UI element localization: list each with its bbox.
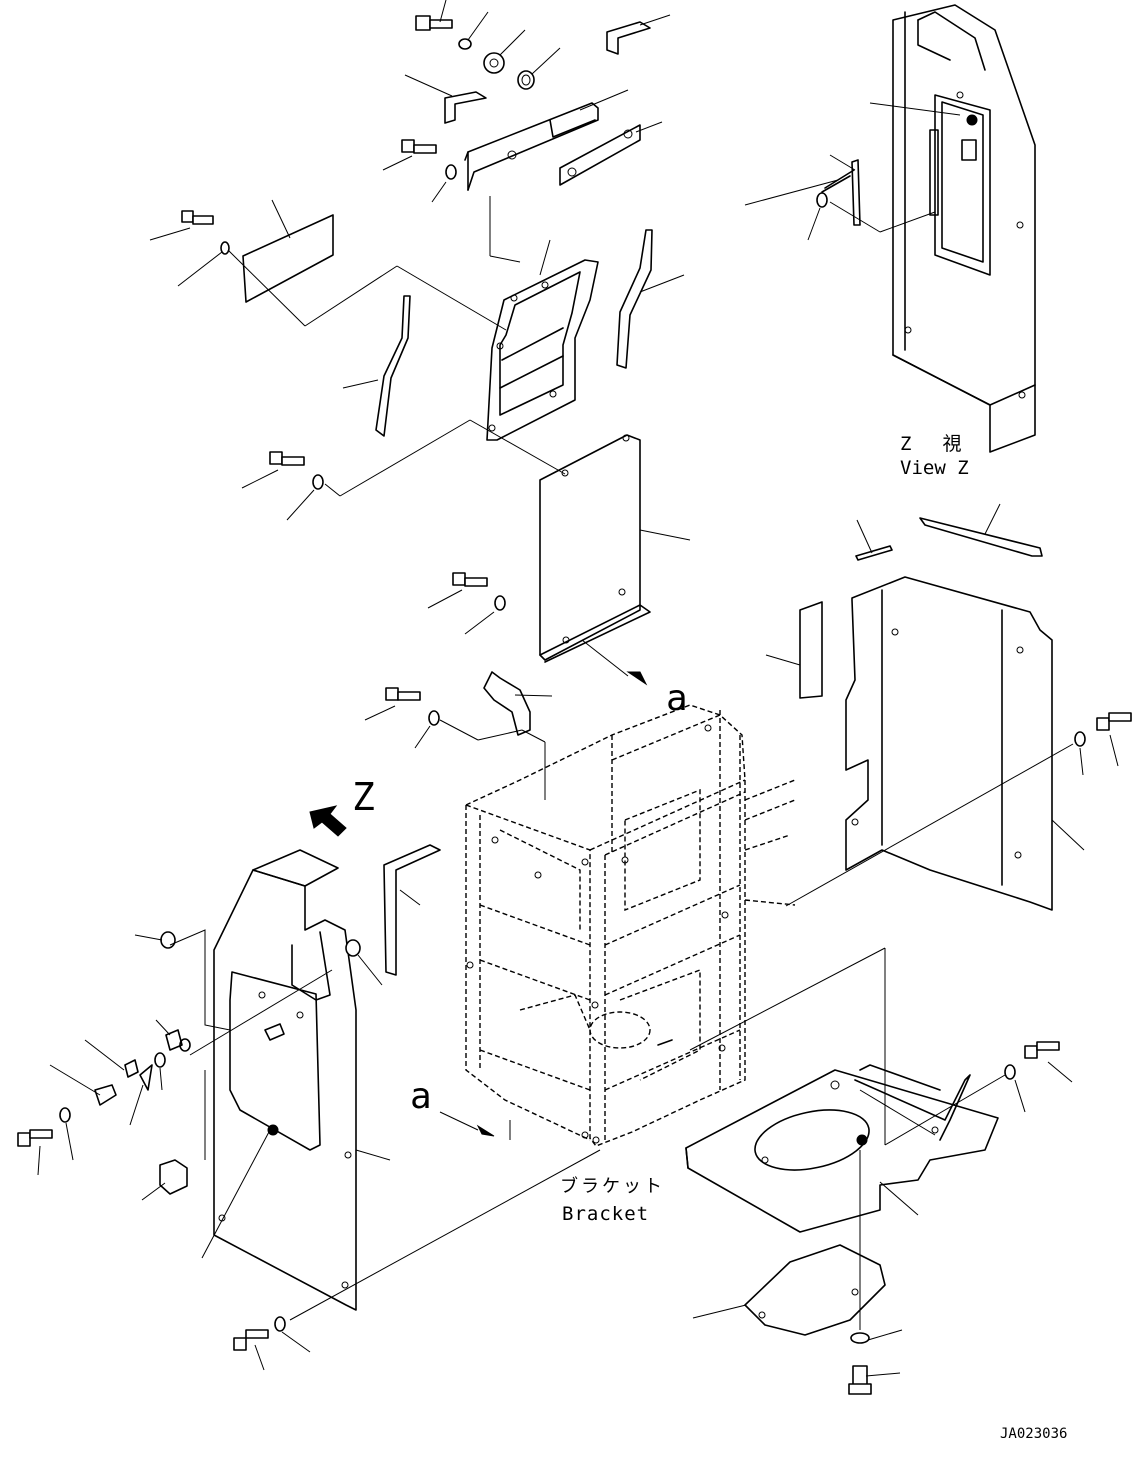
washer [154, 1038, 191, 1091]
washer [458, 11, 489, 50]
l-bracket [404, 74, 487, 124]
center-panel [539, 434, 691, 686]
section-marker-a-top: a [666, 678, 688, 719]
washer [59, 1107, 74, 1161]
handle-frame [486, 196, 599, 441]
top-hardware-group [382, 0, 671, 203]
grommet [141, 1159, 188, 1201]
view-direction-arrow-icon [309, 805, 347, 837]
main-frame: ブラケット Bracket [465, 704, 796, 1225]
bolt [233, 1329, 269, 1371]
markers: a a Z [309, 678, 688, 1140]
nut [483, 29, 526, 74]
plate [559, 121, 663, 186]
view-z-marker: Z [352, 775, 375, 819]
side-bar-right [616, 229, 685, 369]
bolt-group [241, 419, 566, 521]
bracket-label-en: Bracket [562, 1203, 649, 1225]
section-marker-a-bottom: a [410, 1076, 432, 1117]
bolt [17, 1129, 53, 1176]
drawing-id: JA023036 [1000, 1426, 1067, 1442]
washer [431, 164, 457, 203]
nut [134, 931, 176, 949]
washer [274, 1316, 311, 1353]
bolt [848, 1365, 901, 1395]
l-bracket [606, 14, 671, 55]
cover-plate-group [149, 199, 507, 331]
floor-plate [657, 947, 1073, 1395]
front-panel-left [17, 844, 601, 1371]
bracket-label-jp: ブラケット [560, 1175, 665, 1197]
mounting-bracket [464, 89, 629, 191]
bolt-group [427, 572, 506, 635]
view-z-panel: Z 視 View Z [744, 4, 1036, 479]
side-bar-left [342, 295, 411, 437]
small-bracket [483, 671, 553, 736]
spacer-ring [517, 47, 561, 90]
side-panel-right [765, 503, 1132, 911]
bolt-group [364, 687, 546, 800]
bolt [415, 0, 453, 31]
nut [345, 939, 383, 986]
view-z-label-en: View Z [900, 457, 969, 479]
bolt [382, 139, 437, 171]
view-z-label-jp: Z 視 [900, 433, 967, 455]
